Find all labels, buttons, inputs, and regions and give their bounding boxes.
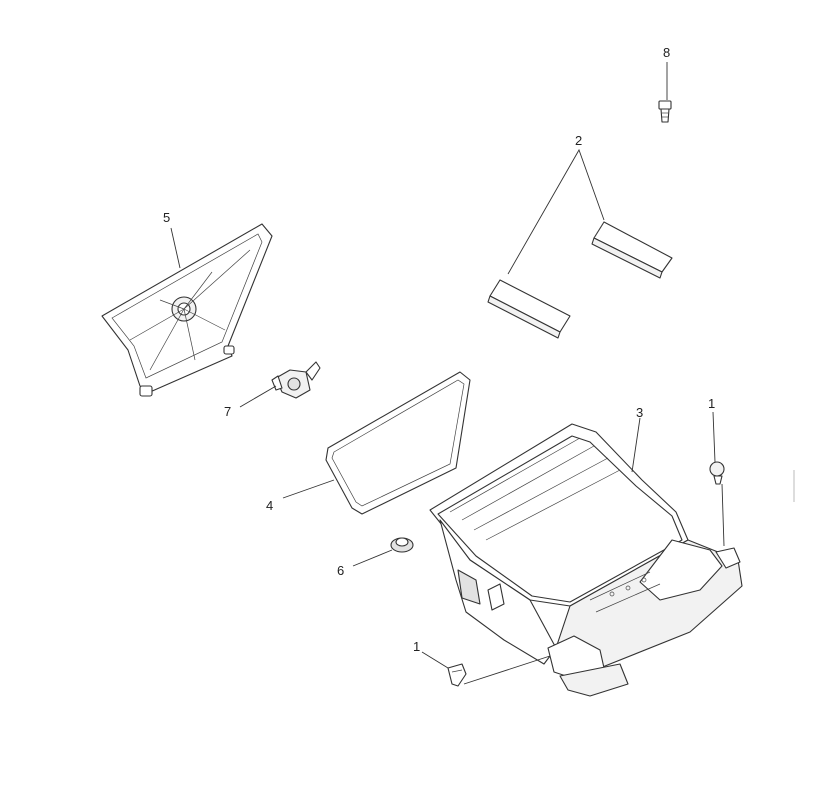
leader-6 xyxy=(352,549,393,567)
callout-5-label: 5 xyxy=(163,210,170,225)
leader-2 xyxy=(507,148,605,275)
callout-7-label: 7 xyxy=(224,404,231,419)
leader-4 xyxy=(282,479,335,499)
part-7-clamp xyxy=(271,361,321,399)
leader-5 xyxy=(170,227,181,269)
callout-3-label: 3 xyxy=(636,405,643,420)
part-5-filter-frame xyxy=(101,223,273,397)
part-1-clip-top xyxy=(709,461,725,485)
callout-8-label: 8 xyxy=(663,45,670,60)
callout-6-label: 6 xyxy=(337,563,344,578)
callout-1-bottom-label: 1 xyxy=(413,639,420,654)
leader-1-bottom xyxy=(421,651,551,685)
part-6-grommet xyxy=(390,537,414,553)
part-2-pad-lower xyxy=(487,279,571,339)
callout-4-label: 4 xyxy=(266,498,273,513)
part-4-gasket xyxy=(325,371,471,515)
part-8-bolt xyxy=(658,100,672,123)
part-2-pad-upper xyxy=(591,221,673,279)
callout-1-top-label: 1 xyxy=(708,396,715,411)
leader-3 xyxy=(631,417,641,473)
part-3-airbox-housing xyxy=(429,423,743,697)
leader-1-top xyxy=(712,411,725,547)
part-1-clip-bottom xyxy=(447,663,467,687)
callout-2-label: 2 xyxy=(575,133,582,148)
leader-7 xyxy=(239,385,277,408)
